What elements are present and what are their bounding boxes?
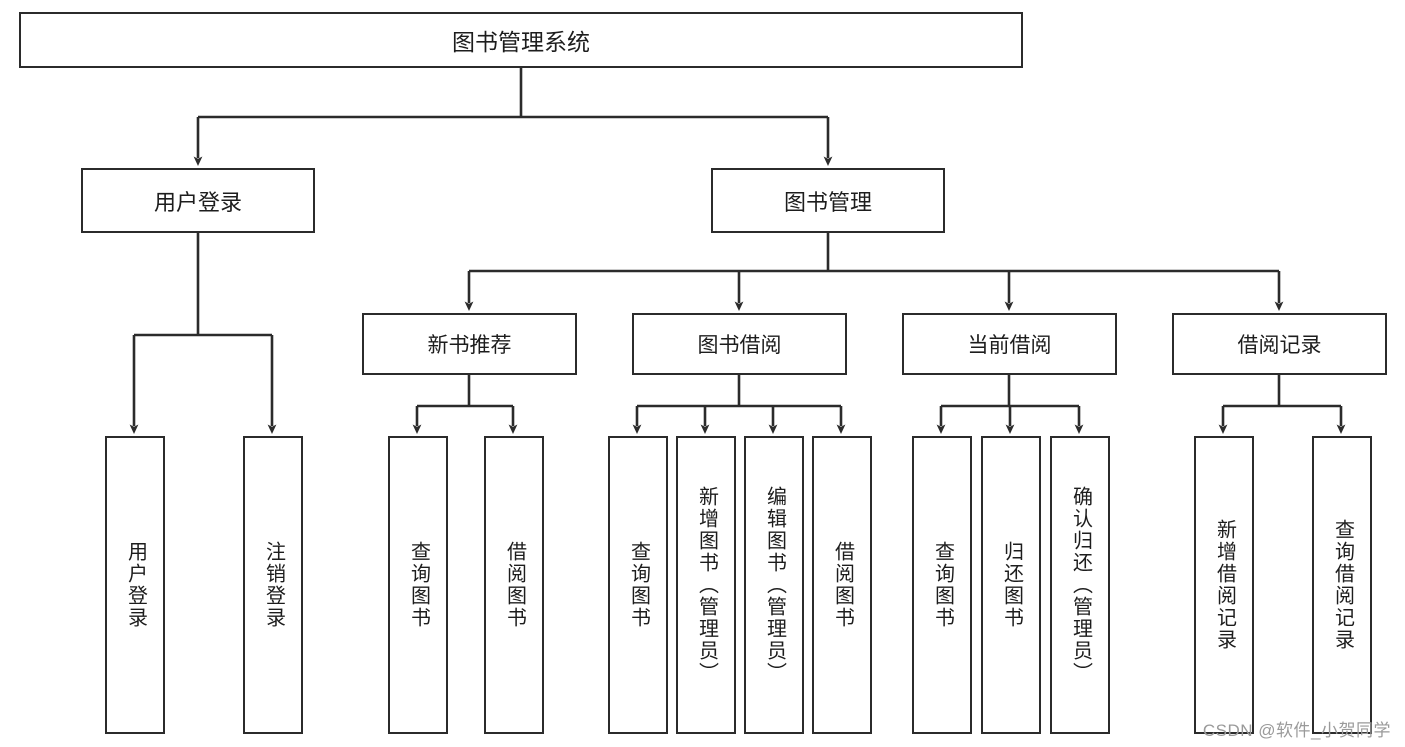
leaf-label: 用户登录	[124, 541, 147, 629]
leaf-record-add-record[interactable]: 新增借阅记录	[1194, 436, 1254, 734]
watermark-credit: CSDN @软件_小贺同学	[1202, 721, 1391, 740]
leaf-label: 编辑图书（管理员）	[763, 486, 786, 684]
node-label: 用户登录	[153, 189, 242, 215]
leaf-user-login[interactable]: 用户登录	[105, 436, 165, 734]
edges-user-login	[129, 233, 277, 434]
edges-current-borrow	[936, 375, 1084, 434]
leaf-label: 归还图书	[1000, 541, 1023, 629]
node-borrow-record[interactable]: 借阅记录	[1172, 313, 1387, 375]
node-label: 图书管理系统	[452, 29, 590, 55]
leaf-label: 借阅图书	[831, 541, 854, 629]
leaf-borrow-query-book[interactable]: 查询图书	[608, 436, 668, 734]
edges-new-book	[412, 375, 518, 434]
node-book-borrow[interactable]: 图书借阅	[632, 313, 847, 375]
edges-borrow-record	[1218, 375, 1346, 434]
edges-book-manage	[464, 233, 1284, 311]
leaf-label: 确认归还（管理员）	[1069, 486, 1092, 684]
leaf-label: 注销登录	[262, 541, 285, 629]
leaf-label: 新增借阅记录	[1213, 519, 1236, 651]
leaf-recommend-query-book[interactable]: 查询图书	[388, 436, 448, 734]
node-book-management[interactable]: 图书管理	[711, 168, 945, 233]
node-label: 图书借阅	[697, 334, 782, 357]
node-label: 借阅记录	[1237, 334, 1322, 357]
leaf-record-query-record[interactable]: 查询借阅记录	[1312, 436, 1372, 734]
leaf-label: 查询图书	[931, 541, 954, 629]
leaf-label: 查询借阅记录	[1331, 519, 1354, 651]
node-new-book-recommend[interactable]: 新书推荐	[362, 313, 577, 375]
leaf-borrow-add-book[interactable]: 新增图书（管理员）	[676, 436, 736, 734]
node-current-borrow[interactable]: 当前借阅	[902, 313, 1117, 375]
leaf-label: 新增图书（管理员）	[695, 486, 718, 684]
leaf-label: 查询图书	[407, 541, 430, 629]
node-root-system[interactable]: 图书管理系统	[19, 12, 1023, 68]
leaf-borrow-borrow-book[interactable]: 借阅图书	[812, 436, 872, 734]
leaf-logout[interactable]: 注销登录	[243, 436, 303, 734]
leaf-label: 查询图书	[627, 541, 650, 629]
leaf-borrow-edit-book[interactable]: 编辑图书（管理员）	[744, 436, 804, 734]
leaf-label: 借阅图书	[503, 541, 526, 629]
edges-book-borrow	[632, 375, 846, 434]
node-label: 新书推荐	[427, 334, 512, 357]
edges-root	[193, 68, 833, 166]
leaf-recommend-borrow-book[interactable]: 借阅图书	[484, 436, 544, 734]
leaf-current-confirm-return[interactable]: 确认归还（管理员）	[1050, 436, 1110, 734]
leaf-current-return-book[interactable]: 归还图书	[981, 436, 1041, 734]
leaf-current-query-book[interactable]: 查询图书	[912, 436, 972, 734]
node-label: 图书管理	[783, 189, 872, 215]
node-label: 当前借阅	[967, 334, 1052, 357]
node-user-login[interactable]: 用户登录	[81, 168, 315, 233]
